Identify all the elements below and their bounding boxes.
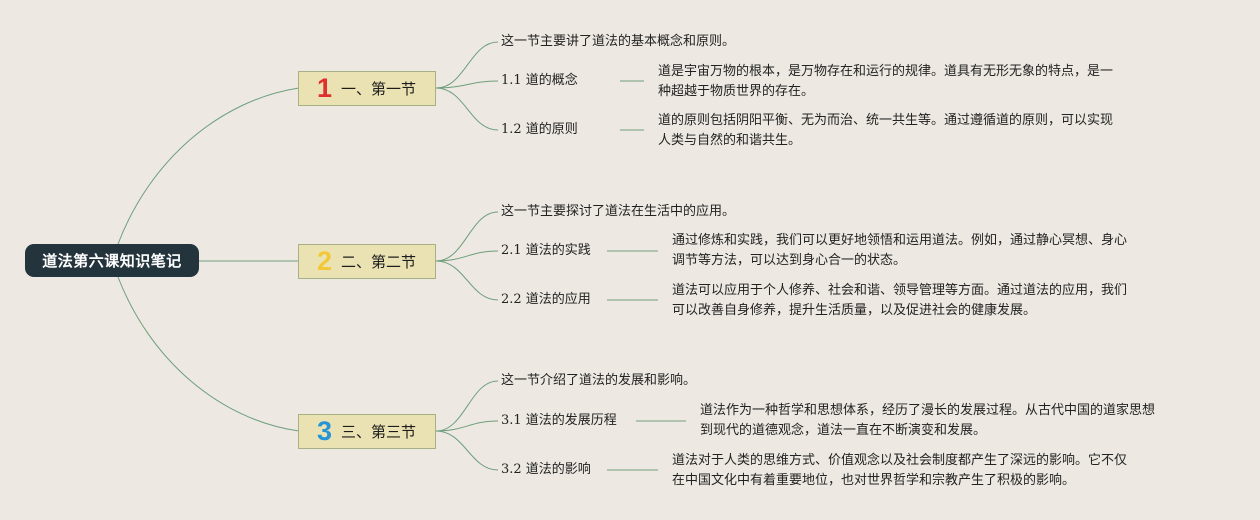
subtopic-3-1-description: 道法作为一种哲学和思想体系，经历了漫长的发展过程。从古代中国的道家思想 到现代的… xyxy=(700,403,1156,438)
root-title: 道法第六课知识笔记 xyxy=(42,252,182,270)
section-title: 三、第三节 xyxy=(341,423,417,441)
subtopic-2-2-label[interactable]: 2.2 道法的应用 xyxy=(501,292,591,307)
number-2-icon: 2 xyxy=(317,246,333,276)
subtopic-3-1-label[interactable]: 3.1 道法的发展历程 xyxy=(501,413,617,428)
section-2-summary: 这一节主要探讨了道法在生活中的应用。 xyxy=(501,204,736,219)
section-node-1[interactable]: 1 一、第一节 xyxy=(298,71,436,106)
section-title: 二、第二节 xyxy=(341,253,417,271)
section-title: 一、第一节 xyxy=(341,80,417,98)
root-node[interactable]: 道法第六课知识笔记 xyxy=(25,244,199,277)
subtopic-1-1-label[interactable]: 1.1 道的概念 xyxy=(501,73,578,88)
subtopic-1-1-description: 道是宇宙万物的根本，是万物存在和运行的规律。道具有无形无象的特点，是一 种超越于… xyxy=(658,64,1114,99)
subtopic-3-2-label[interactable]: 3.2 道法的影响 xyxy=(501,462,591,477)
section-node-2[interactable]: 2 二、第二节 xyxy=(298,244,436,279)
subtopic-1-2-label[interactable]: 1.2 道的原则 xyxy=(501,122,578,137)
subtopic-2-1-description: 通过修炼和实践，我们可以更好地领悟和运用道法。例如，通过静心冥想、身心 调节等方… xyxy=(672,233,1128,268)
section-3-summary: 这一节介绍了道法的发展和影响。 xyxy=(501,373,697,388)
number-3-icon: 3 xyxy=(317,416,333,446)
subtopic-2-2-description: 道法可以应用于个人修养、社会和谐、领导管理等方面。通过道法的应用，我们 可以改善… xyxy=(672,283,1128,318)
section-1-summary: 这一节主要讲了道法的基本概念和原则。 xyxy=(501,34,736,49)
subtopic-2-1-label[interactable]: 2.1 道法的实践 xyxy=(501,243,591,258)
section-node-3[interactable]: 3 三、第三节 xyxy=(298,414,436,449)
subtopic-1-2-description: 道的原则包括阴阳平衡、无为而治、统一共生等。通过遵循道的原则，可以实现 人类与自… xyxy=(658,113,1114,148)
subtopic-3-2-description: 道法对于人类的思维方式、价值观念以及社会制度都产生了深远的影响。它不仅 在中国文… xyxy=(672,453,1128,488)
number-1-icon: 1 xyxy=(317,73,333,103)
